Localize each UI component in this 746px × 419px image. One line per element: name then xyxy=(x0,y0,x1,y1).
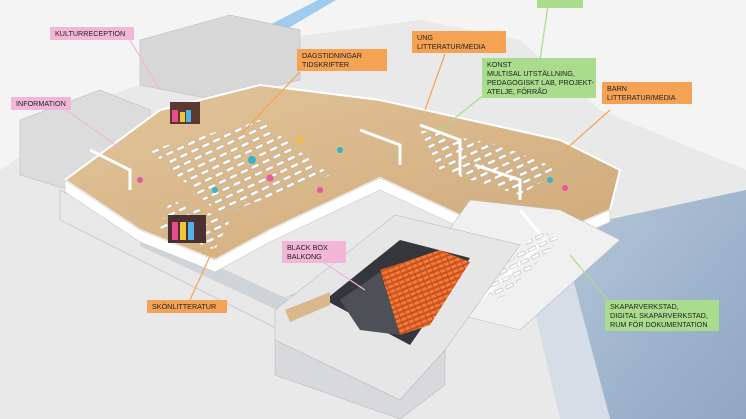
furniture xyxy=(180,222,186,240)
interior-wall xyxy=(474,163,522,200)
furniture xyxy=(188,222,194,240)
furniture xyxy=(137,177,143,183)
leader-blackbox xyxy=(319,259,366,291)
label-kulturreception: KULTURRECEPTION xyxy=(50,27,134,40)
leader-skonlitteratur xyxy=(189,244,216,301)
furniture xyxy=(172,222,178,240)
furniture xyxy=(562,185,568,191)
furniture xyxy=(186,110,191,122)
black-box-facade xyxy=(274,339,446,419)
label-information: INFORMATION xyxy=(11,97,71,110)
label-dagstidningar-tidskrifter: DAGSTIDNINGAR TIDSKRIFTER xyxy=(297,49,387,71)
furniture xyxy=(212,187,218,193)
furniture xyxy=(547,177,553,183)
floor-slab-edge xyxy=(64,177,611,273)
furniture xyxy=(266,174,274,182)
furniture xyxy=(172,110,178,122)
leader-konst xyxy=(439,89,491,131)
leader-skaparverkstad xyxy=(569,254,613,306)
bookshelves-right xyxy=(420,130,560,195)
label-barn-litteratur-media: BARN LITTERATUR/MEDIA xyxy=(602,82,692,104)
interior-wall xyxy=(419,123,462,175)
furniture xyxy=(297,137,303,143)
stage-floor xyxy=(340,272,400,335)
leader-dagstidningar xyxy=(239,71,301,136)
background-building xyxy=(139,14,301,101)
leader-ung xyxy=(424,53,446,111)
top-green-tag-fragment xyxy=(537,0,583,8)
leader-top-green xyxy=(539,4,549,61)
furniture xyxy=(337,147,343,153)
label-ung-litteratur-media: UNG LITTERATUR/MEDIA xyxy=(412,31,506,53)
furniture xyxy=(248,156,256,164)
leader-kulturreception xyxy=(129,39,161,91)
leader-barn xyxy=(564,109,611,151)
interior-wall xyxy=(89,148,132,190)
label-skaparverkstad: SKAPARVERKSTAD, DIGITAL SKAPARVERKSTAD, … xyxy=(605,300,719,331)
bookshelves-main xyxy=(150,120,330,215)
auditorium-seats xyxy=(380,250,470,335)
label-black-box-balkong: BLACK BOX BALKONG xyxy=(282,241,346,263)
balcony-floor xyxy=(285,292,330,322)
label-konst: KONST MULTISAL UTSTÄLLNING, PEDAGOGISKT … xyxy=(482,58,596,98)
stairs-right xyxy=(480,230,560,300)
label-skonlitteratur: SKÖNLITTERATUR xyxy=(147,300,227,313)
interior-wall xyxy=(359,128,402,165)
furniture xyxy=(180,112,185,122)
furniture xyxy=(317,187,323,193)
leader-information xyxy=(65,109,121,149)
